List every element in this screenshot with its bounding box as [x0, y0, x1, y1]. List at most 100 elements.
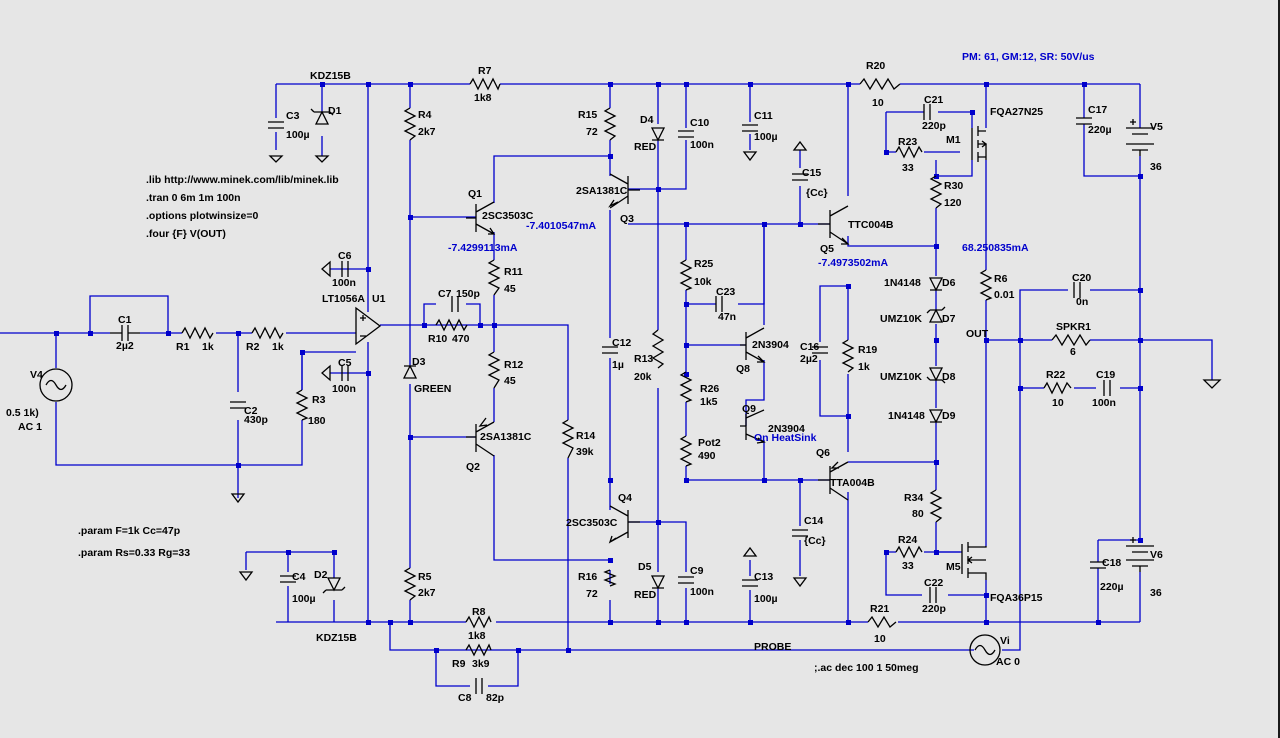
junction [366, 267, 371, 272]
m5-ref: M5 [946, 561, 961, 573]
c23-val: 47n [718, 311, 736, 323]
r25-val: 10k [694, 276, 712, 288]
r30-ref: R30 [944, 180, 963, 192]
r21-ref: R21 [870, 603, 889, 615]
d6-ref: D6 [942, 277, 956, 289]
bjt-q1 [466, 201, 496, 235]
u1-ref: U1 [372, 293, 386, 305]
current-q5: -7.4973502mA [818, 257, 888, 269]
junction [798, 222, 803, 227]
junction [1018, 386, 1023, 391]
resistor-spkr1 [1051, 333, 1091, 347]
d6-part: 1N4148 [884, 277, 921, 289]
junction [1096, 620, 1101, 625]
junction [516, 648, 521, 653]
q4-ref: Q4 [618, 492, 632, 504]
resistor-r25 [679, 259, 693, 291]
capacitor-c7 [451, 296, 459, 312]
q3-part: 2SA1381C [576, 185, 628, 197]
fqa27-label: FQA27N25 [990, 106, 1043, 118]
junction [366, 371, 371, 376]
kdz-top-label: KDZ15B [310, 70, 351, 82]
spkr-val: 6 [1070, 346, 1076, 358]
r4-val: 2k7 [418, 126, 436, 138]
r23-val: 33 [902, 162, 914, 174]
capacitor-c4 [280, 575, 296, 583]
ground-c15 [792, 140, 808, 151]
r20-ref: R20 [866, 60, 885, 72]
ground-c3 [268, 155, 284, 163]
diode-d9 [928, 409, 944, 424]
junction [1138, 386, 1143, 391]
resistor-r24 [895, 545, 923, 559]
resistor-r10 [435, 318, 468, 332]
resistor-r15 [603, 107, 617, 141]
r8-val: 1k8 [468, 630, 486, 642]
r1-val: 1k [202, 341, 214, 353]
resistor-r34 [929, 489, 943, 523]
c12-val: 1µ [612, 359, 624, 371]
q5-ref: Q5 [820, 243, 834, 255]
capacitor-c22 [929, 587, 937, 603]
ground-c14 [792, 577, 808, 588]
r13-ref: R13 [634, 353, 653, 365]
c21-ref: C21 [924, 94, 943, 106]
ground-spkr [1202, 379, 1222, 389]
r12-val: 45 [504, 375, 516, 387]
c11-val: 100µ [754, 131, 778, 143]
v6-val: 36 [1150, 587, 1162, 599]
d9-part: 1N4148 [888, 410, 925, 422]
junction [970, 110, 975, 115]
junction [748, 620, 753, 625]
c20-val: 0n [1076, 296, 1088, 308]
c16-ref: C16 [800, 341, 819, 353]
current-q3: -7.4010547mA [526, 220, 596, 232]
resistor-r6 [979, 269, 993, 301]
junction [934, 244, 939, 249]
d7-part: UMZ10K [880, 313, 922, 325]
r1-ref: R1 [176, 341, 190, 353]
junction [408, 82, 413, 87]
c21-val: 220p [922, 120, 946, 132]
d4-val: RED [634, 141, 657, 153]
c14-ref: C14 [804, 515, 823, 527]
junction [934, 338, 939, 343]
capacitor-c13 [742, 579, 758, 587]
d4-ref: D4 [640, 114, 654, 126]
capacitor-c9 [678, 576, 694, 584]
capacitor-c19 [1103, 380, 1111, 396]
v6-ref: V6 [1150, 549, 1163, 561]
r8-ref: R8 [472, 606, 486, 618]
resistor-r11 [487, 259, 501, 296]
resistor-r20 [859, 77, 901, 91]
r11-val: 45 [504, 283, 516, 295]
r34-ref: R34 [904, 492, 923, 504]
junction [846, 82, 851, 87]
junction [884, 550, 889, 555]
resistor-r16 [603, 569, 617, 587]
spice-param1: .param F=1k Cc=47p [78, 525, 180, 537]
capacitor-c21 [923, 104, 931, 120]
resistor-r4 [403, 107, 417, 141]
junction [608, 82, 613, 87]
c18-val: 220µ [1100, 581, 1124, 593]
d8-ref: D8 [942, 371, 956, 383]
junction [934, 460, 939, 465]
junction [984, 593, 989, 598]
capacitor-c16 [812, 346, 828, 354]
ground-c5 [321, 364, 331, 382]
c4-ref: C4 [292, 571, 306, 583]
window-edge [1278, 0, 1280, 738]
ground-c2 [230, 493, 246, 504]
bjt-q3 [608, 173, 640, 209]
capacitor-c5 [341, 365, 349, 381]
v5-val: 36 [1150, 161, 1162, 173]
resistor-r8 [465, 615, 492, 629]
resistor-r19 [841, 339, 855, 373]
r3-ref: R3 [312, 394, 326, 406]
junction [408, 215, 413, 220]
c17-val: 220µ [1088, 124, 1112, 136]
r10-val: 470 [452, 333, 470, 345]
v4-ref: V4 [30, 369, 43, 381]
